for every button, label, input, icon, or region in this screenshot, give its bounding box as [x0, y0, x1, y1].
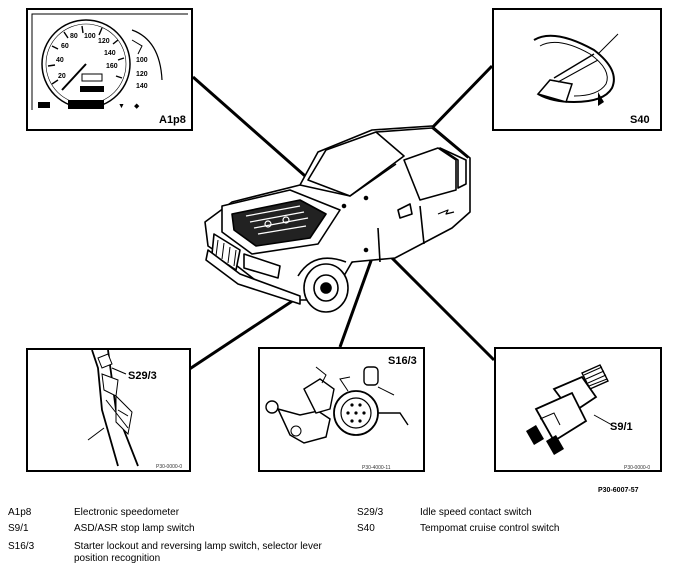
panel-number-stoplamp: P30-0000-0: [624, 465, 651, 471]
svg-text:140: 140: [136, 83, 148, 90]
speedometer-illustration: 20 40 60 80 100 120 140 160 100 120 140 …: [31, 13, 188, 110]
legend-text: ASD/ASR stop lamp switch: [74, 523, 195, 534]
panel-speedometer: 20 40 60 80 100 120 140 160 100 120 140 …: [26, 8, 193, 131]
panel-tag-a1p8: A1p8: [159, 114, 186, 126]
svg-text:140: 140: [104, 50, 116, 57]
svg-text:100: 100: [136, 57, 148, 64]
panel-tag-s9-1: S9/1: [610, 421, 633, 433]
svg-text:120: 120: [136, 71, 148, 78]
stop-lamp-switch-illustration: [526, 364, 613, 455]
legend-text: Tempomat cruise control switch: [420, 523, 560, 534]
svg-text:60: 60: [61, 43, 69, 50]
legend-text: Idle speed contact switch: [420, 507, 532, 518]
legend-code: S40: [357, 523, 375, 534]
panel-steering-wheel: S40: [492, 8, 662, 131]
legend-text: Starter lockout and reversing lamp switc…: [74, 541, 322, 564]
svg-text:◆: ◆: [134, 103, 140, 110]
figure-number: P30-6007-57: [598, 487, 639, 494]
car-illustration: [204, 125, 471, 313]
panel-idle-switch: S29/3 P30-0000-0: [26, 348, 191, 472]
legend-text: Electronic speedometer: [74, 507, 180, 518]
svg-text:120: 120: [98, 38, 110, 45]
svg-text:20: 20: [58, 73, 66, 80]
leader-line-stoplamp: [382, 248, 496, 362]
legend-code: S9/1: [8, 523, 29, 534]
svg-text:160: 160: [106, 63, 118, 70]
panel-tag-s40: S40: [630, 114, 650, 126]
legend-code: A1p8: [8, 507, 32, 518]
steering-wheel-illustration: [533, 33, 619, 106]
panel-stop-lamp-switch: S9/1 P30-0000-0: [494, 347, 662, 472]
legend-code: S29/3: [357, 507, 384, 518]
panel-number-starter: P30-4000-11: [362, 465, 391, 471]
panel-tag-s16-3: S16/3: [388, 355, 417, 367]
svg-text:100: 100: [84, 33, 96, 40]
legend-code: S16/3: [8, 541, 35, 552]
panel-tag-s29-3: S29/3: [128, 370, 157, 382]
leader-line-starter: [338, 257, 374, 348]
panel-starter-lockout: S16/3 P30-4000-11: [258, 347, 425, 472]
svg-text:▼: ▼: [118, 103, 125, 110]
idle-switch-illustration: [87, 350, 139, 467]
svg-text:40: 40: [56, 57, 64, 64]
svg-text:80: 80: [70, 33, 78, 40]
starter-lockout-illustration: [265, 366, 409, 444]
panel-number-idle: P30-0000-0: [156, 464, 183, 470]
